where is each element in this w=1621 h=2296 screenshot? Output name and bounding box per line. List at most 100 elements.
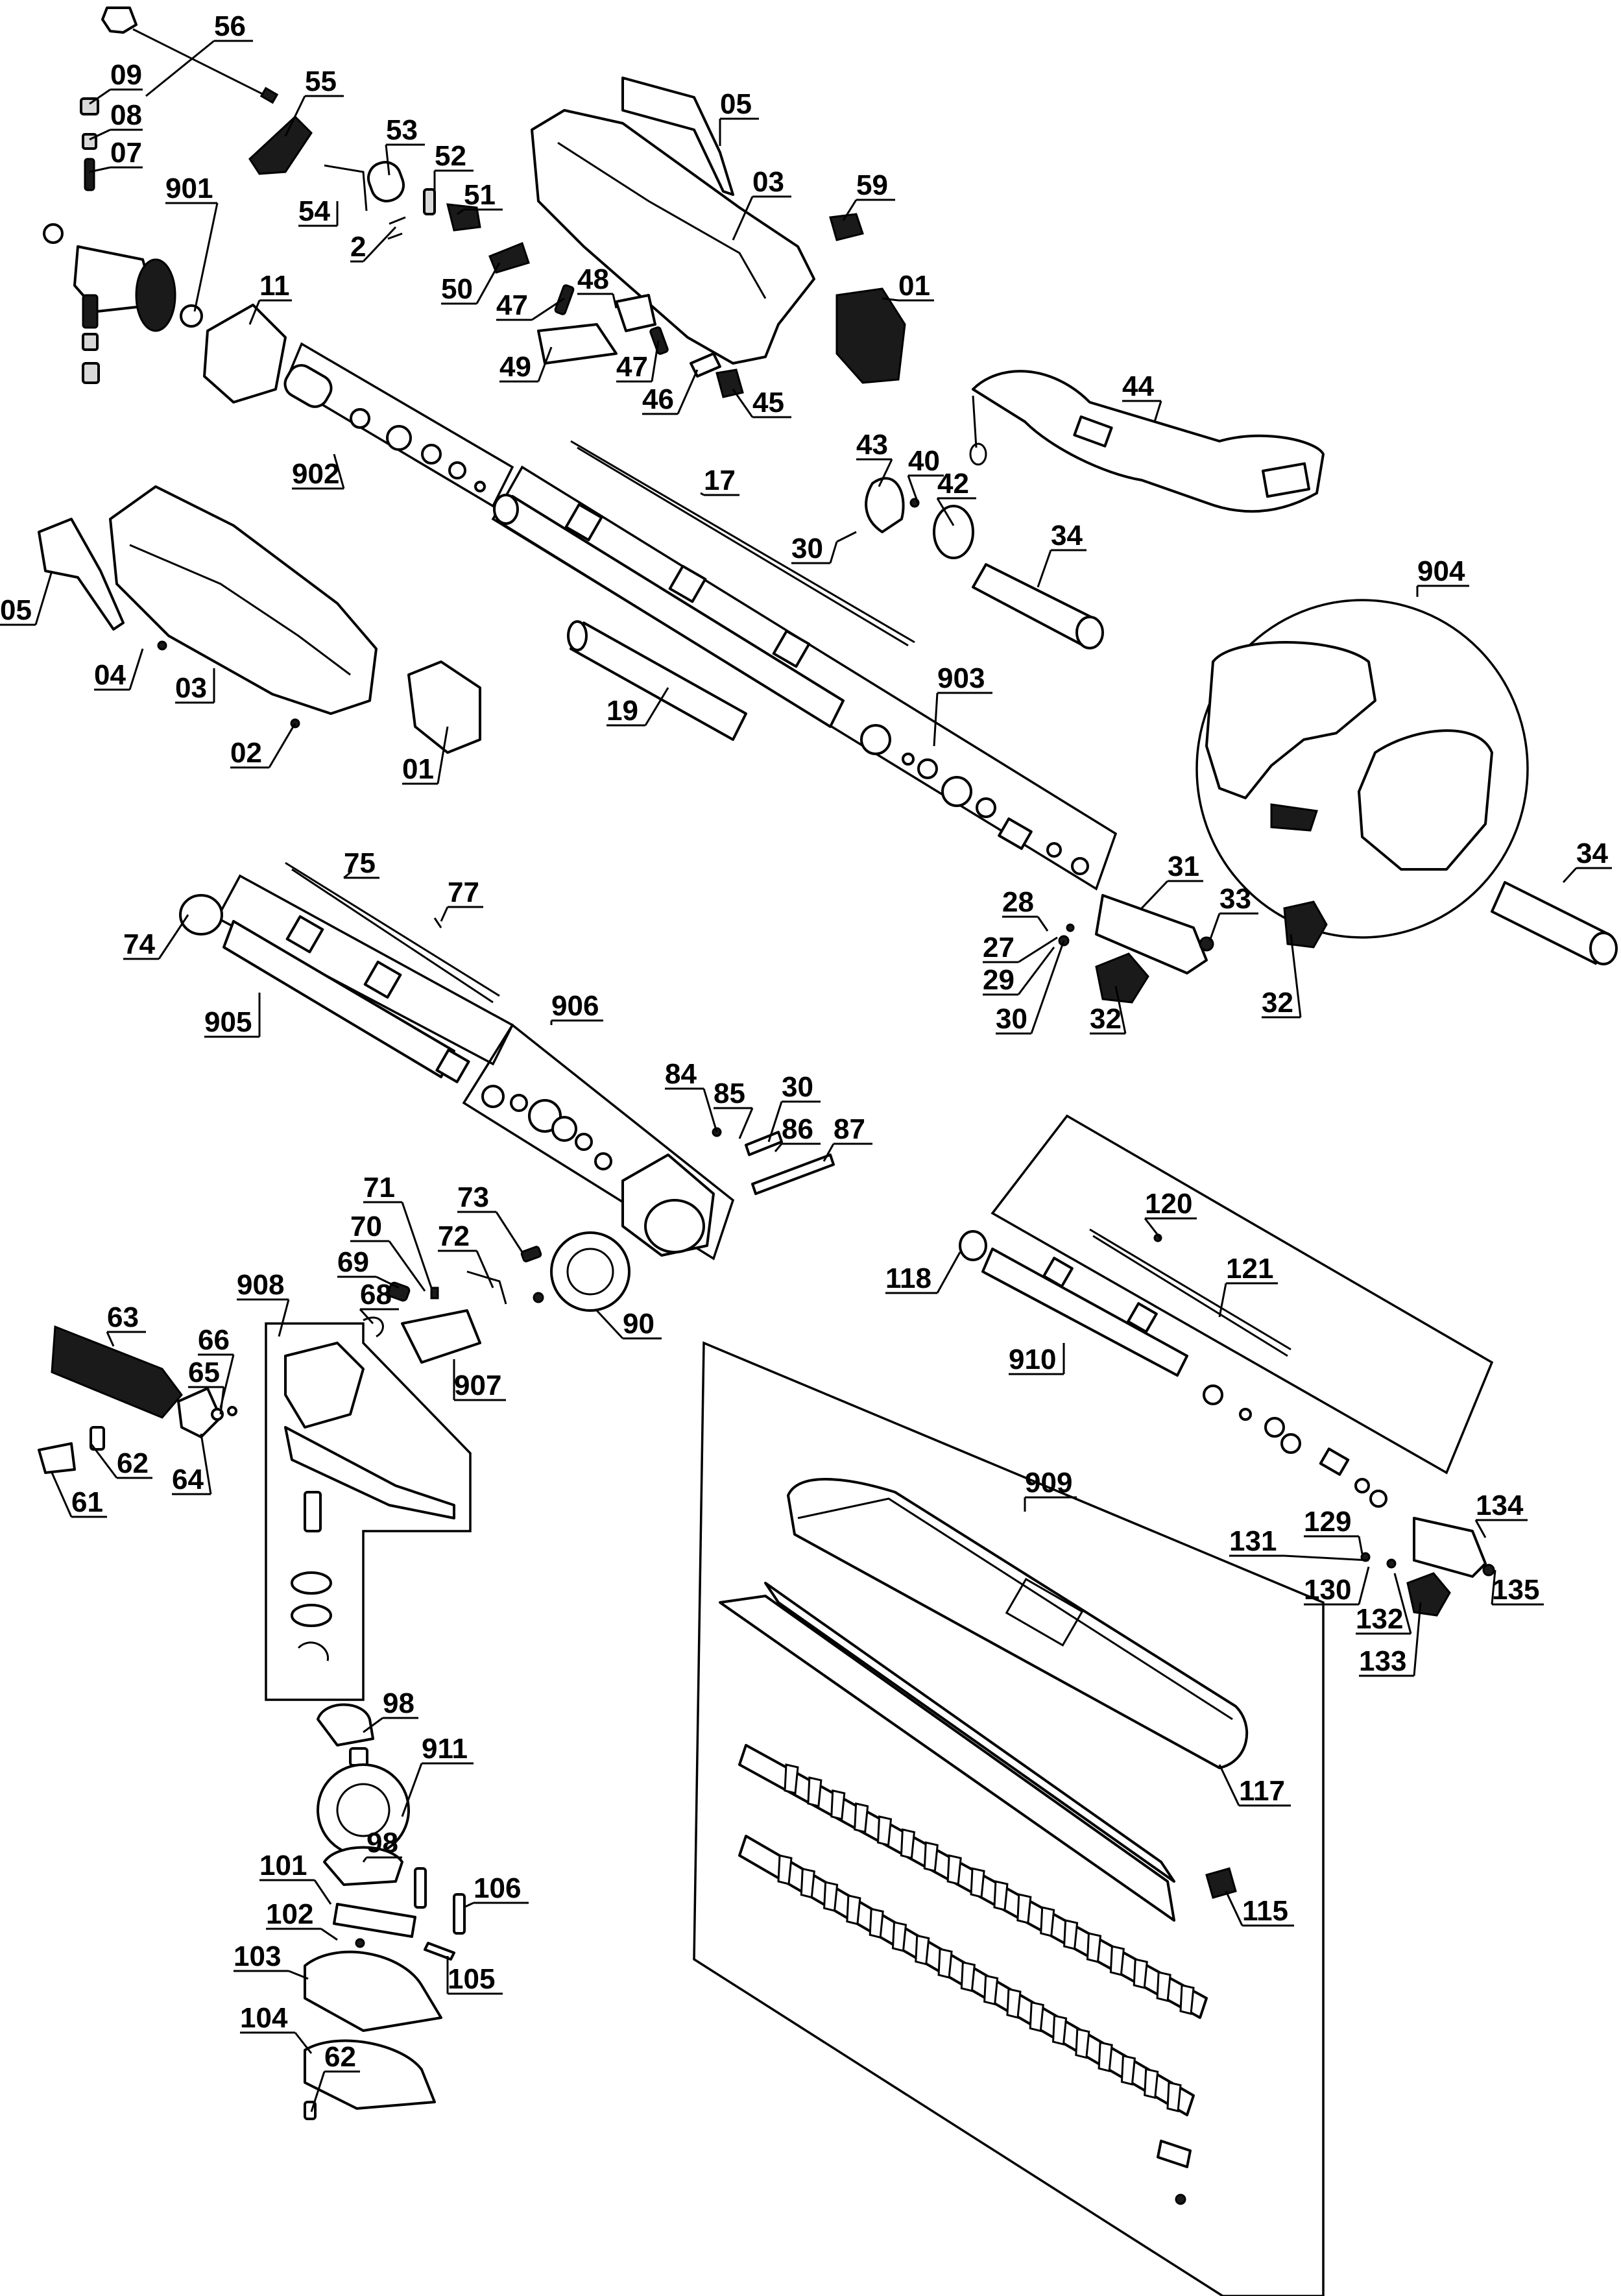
- callout-130: 130: [1304, 1566, 1370, 1606]
- part-number-label: 2: [350, 231, 366, 263]
- leader-line: [738, 1107, 754, 1139]
- screw-pair-2: [387, 216, 406, 240]
- callout-63: 63: [106, 1301, 146, 1347]
- leader-line: [702, 1088, 718, 1133]
- callout-74: 74: [123, 914, 189, 960]
- leader-line: [732, 389, 754, 418]
- leader-line: [385, 144, 390, 176]
- leader-line: [878, 459, 893, 487]
- lower-blade-tooth: [915, 1934, 930, 1966]
- callout-73: 73: [457, 1181, 523, 1253]
- callout-117: 117: [1218, 1764, 1291, 1807]
- part-number-label: 86: [782, 1113, 813, 1145]
- leader-line: [1290, 934, 1302, 1018]
- part-number-label: 87: [834, 1113, 865, 1145]
- callout-28: 28: [1002, 886, 1049, 932]
- part-number-label: 131: [1229, 1525, 1277, 1557]
- rotor: [43, 223, 203, 384]
- part-number-label: 909: [1025, 1467, 1072, 1499]
- part-number-label: 01: [898, 270, 930, 302]
- part-number-label: 08: [110, 99, 142, 131]
- lower-blade-tooth: [846, 1894, 861, 1926]
- callout-42: 42: [936, 468, 976, 526]
- leader-line: [34, 570, 53, 625]
- part-number-label: 62: [117, 1447, 149, 1479]
- motor-housing: [203, 304, 287, 404]
- leader-line: [1562, 867, 1578, 884]
- callout-85: 85: [714, 1078, 754, 1139]
- upper-blade-tooth: [970, 1867, 985, 1898]
- cord-line: [132, 28, 270, 99]
- part-number-label: 05: [0, 594, 32, 626]
- leader-line: [401, 1202, 433, 1288]
- shaft-121: [1089, 1228, 1291, 1351]
- leader-line: [475, 1250, 494, 1288]
- spring-47b: [649, 326, 669, 355]
- leader-line: [829, 541, 838, 564]
- part-number-label: 32: [1262, 987, 1293, 1019]
- part-number-label: 133: [1359, 1645, 1406, 1677]
- lower-blade-tooth: [1006, 1988, 1022, 2019]
- part-number-label: 32: [1090, 1003, 1122, 1035]
- callout-34: 34: [1037, 520, 1087, 588]
- part-number-label: 908: [237, 1269, 284, 1301]
- leader-line: [200, 1433, 212, 1495]
- callout-68: 68: [359, 1279, 399, 1325]
- part-number-label: 11: [259, 270, 290, 302]
- upper-blade-tooth: [1156, 1971, 1171, 2002]
- leader-line: [1358, 1566, 1370, 1605]
- spring-47a: [554, 284, 575, 315]
- callout-19: 19: [606, 687, 669, 727]
- callout-47: 47: [496, 289, 565, 321]
- part-number-label: 59: [856, 169, 888, 201]
- lower-blade-tooth: [1051, 2014, 1068, 2046]
- tube-905: [222, 920, 455, 1078]
- leader-line: [90, 1443, 118, 1479]
- part-number-label: 53: [386, 114, 418, 146]
- knob-32-right: [1283, 900, 1328, 949]
- lower-blade-tooth: [1098, 2041, 1113, 2073]
- callout-34: 34: [1562, 838, 1612, 884]
- drive-shaft: [570, 440, 915, 644]
- leader-line: [268, 723, 296, 768]
- leader-line: [1218, 1283, 1227, 1318]
- frame-group-904: [1195, 599, 1529, 939]
- leader-line: [1393, 1573, 1412, 1634]
- leader-line: [106, 1331, 115, 1347]
- leader-line: [310, 2071, 326, 2112]
- callout-30: 30: [791, 533, 838, 564]
- leader-line: [1208, 913, 1221, 941]
- handle-904-right: [1358, 729, 1493, 871]
- part-number-label: 27: [983, 932, 1015, 963]
- part-number-label: 05: [720, 88, 752, 120]
- leader-line: [700, 492, 704, 496]
- part-number-label: 121: [1226, 1253, 1273, 1285]
- callout-40: 40: [907, 445, 944, 503]
- part-number-label: 129: [1304, 1506, 1351, 1538]
- leader-line: [376, 1275, 400, 1289]
- blade-teeth: [777, 1763, 1195, 2112]
- lower-blade-tooth: [800, 1867, 815, 1899]
- flange-90: [550, 1231, 630, 1312]
- leader-line: [437, 726, 449, 784]
- part-number-label: 29: [983, 964, 1015, 996]
- callout-53: 53: [385, 114, 425, 176]
- guard-top: [621, 77, 734, 196]
- part-number-label: 43: [856, 429, 888, 461]
- leader-line: [219, 1386, 225, 1415]
- part-number-label: 54: [298, 195, 330, 227]
- coupling-31: [1095, 894, 1208, 974]
- part-number-label: 130: [1304, 1574, 1351, 1606]
- leader-line: [440, 906, 449, 922]
- callout-33: 33: [1208, 883, 1258, 941]
- callout-118: 118: [885, 1251, 961, 1294]
- end-cap-top: [835, 287, 906, 384]
- callout-70: 70: [350, 1211, 426, 1292]
- part-number-label: 117: [1239, 1775, 1285, 1807]
- upper-blade-tooth: [854, 1802, 869, 1833]
- part-number-label: 106: [474, 1872, 521, 1904]
- part-number-label: 907: [454, 1370, 501, 1401]
- callout-903: 903: [933, 662, 992, 747]
- ring-42: [933, 505, 974, 559]
- leader-line: [651, 340, 660, 382]
